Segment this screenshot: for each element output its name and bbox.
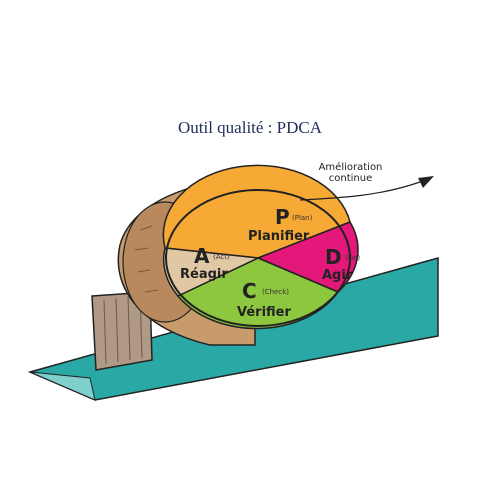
quadrant-do-shape [256, 221, 359, 293]
quadrant-do-english: (Do) [345, 254, 360, 262]
quadrant-act-word: Réagir [180, 267, 228, 282]
wedge-hatching [103, 293, 143, 365]
improvement-line-1: Amélioration [318, 162, 383, 173]
improvement-arrow-icon [418, 176, 434, 188]
quadrant-plan-word: Planifier [248, 229, 310, 244]
quadrant-do-word: Agir [322, 268, 353, 283]
quadrant-plan-english: (Plan) [292, 214, 313, 222]
quadrant-check-word: Vérifier [237, 305, 291, 320]
quadrant-act-english: (Act) [213, 253, 230, 261]
ramp-top-face [29, 371, 96, 401]
quadrant-plan-shape [162, 164, 351, 259]
continuous-improvement-label: Amélioration continue [303, 162, 398, 184]
quadrant-act-letter: A [194, 244, 210, 268]
wheel-face-outline [165, 189, 351, 327]
wheel-texture [134, 225, 159, 293]
improvement-line-2: continue [328, 173, 373, 184]
improvement-arrow-line [299, 181, 421, 201]
quadrant-plan-letter: P [275, 205, 290, 229]
diagram-title: Outil qualité : PDCA [177, 118, 323, 137]
quadrant-check-english: (Check) [262, 288, 289, 296]
quadrant-do-letter: D [325, 245, 342, 269]
quadrant-act-shape [162, 247, 261, 297]
quadrant-check-letter: C [242, 279, 257, 303]
